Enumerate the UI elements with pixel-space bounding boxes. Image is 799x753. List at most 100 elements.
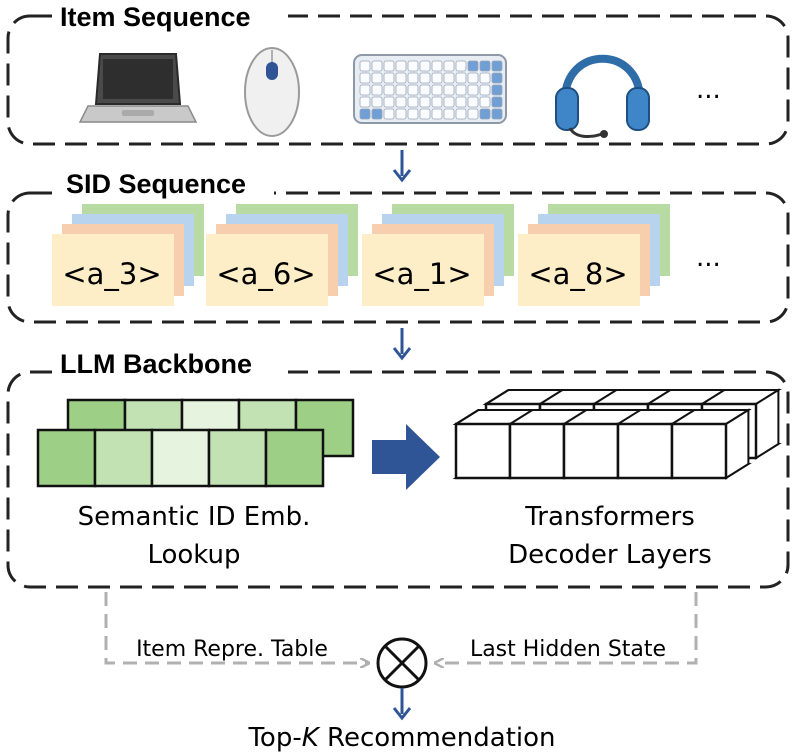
sid-sequence-panel: SID Sequence <a_3> <a_6> <a_1> <a_8> ... (6, 168, 790, 324)
keyboard-key (491, 72, 503, 84)
keyboard-key (395, 108, 407, 120)
keyboard-key (443, 96, 455, 108)
keyboard-key (419, 60, 431, 72)
keyboard-key (359, 84, 371, 96)
keyboard-key (371, 72, 383, 84)
keyboard-icon (353, 54, 507, 124)
keyboard-key (443, 84, 455, 96)
keyboard-key (395, 84, 407, 96)
keyboard-key (395, 96, 407, 108)
sid-token: <a_6> (216, 257, 315, 291)
keyboard-key (407, 96, 419, 108)
keyboard-key (419, 108, 431, 120)
sid-token: <a_3> (62, 257, 161, 291)
keyboard-key (479, 84, 491, 96)
keyboard-key (383, 84, 395, 96)
keyboard-key (407, 72, 419, 84)
keyboard-key (491, 60, 503, 72)
arrow-items-to-sid (392, 150, 412, 183)
sid-token: <a_8> (528, 257, 627, 291)
keyboard-key (383, 72, 395, 84)
keyboard-key (467, 72, 479, 84)
decoder-label-line2: Decoder Layers (508, 540, 712, 570)
embedding-cell (93, 428, 154, 488)
keyboard-key (491, 96, 503, 108)
keyboard-key (359, 108, 371, 120)
keyboard-key (467, 96, 479, 108)
decoder-label-line1: Transformers (524, 502, 695, 532)
mouse-icon (244, 47, 300, 137)
keyboard-key (383, 60, 395, 72)
decoder-layers (452, 388, 782, 480)
keyboard-key (383, 96, 395, 108)
keyboard-key (419, 84, 431, 96)
keyboard-key (419, 96, 431, 108)
arrow-sid-to-backbone (392, 328, 412, 361)
last-hidden-state-label: Last Hidden State (470, 637, 666, 662)
keyboard-key (467, 84, 479, 96)
keyboard-key (371, 96, 383, 108)
sid-sequence-title: SID Sequence (66, 169, 246, 199)
keyboard-key (407, 60, 419, 72)
embedding-cell (36, 428, 97, 488)
keyboard-key (371, 108, 383, 120)
keyboard-key (443, 108, 455, 120)
keyboard-key (359, 96, 371, 108)
keyboard-key (359, 60, 371, 72)
keyboard-key (431, 84, 443, 96)
top-k-recommendation: Top-K Recommendation (247, 723, 555, 753)
item-sequence-panel: Item Sequence ... (6, 2, 790, 146)
headphones-icon (555, 54, 650, 138)
keyboard-key (467, 60, 479, 72)
keyboard-key (431, 108, 443, 120)
item-sequence-title: Item Sequence (60, 2, 251, 32)
llm-backbone-panel: LLM Backbone Semantic ID Emb. Lookup Tra… (6, 348, 790, 589)
decoder-layer (452, 408, 752, 480)
keyboard-key (431, 60, 443, 72)
keyboard-key (491, 84, 503, 96)
keyboard-key (371, 60, 383, 72)
keyboard-key (419, 72, 431, 84)
keyboard-key (455, 60, 467, 72)
backbone-arrow (372, 424, 440, 490)
keyboard-key (431, 96, 443, 108)
laptop-icon (78, 53, 198, 123)
sid-card: <a_8> (518, 204, 670, 306)
keyboard-key (359, 72, 371, 84)
keyboard-key (455, 84, 467, 96)
keyboard-key (443, 60, 455, 72)
sid-ellipsis: ... (696, 243, 721, 273)
item-repre-table-label: Item Repre. Table (136, 637, 328, 662)
sid-card: <a_1> (362, 204, 514, 306)
embedding-cell (150, 428, 211, 488)
keyboard-key (479, 72, 491, 84)
keyboard-key (491, 108, 503, 120)
keyboard-key (407, 108, 419, 120)
keyboard-key (407, 84, 419, 96)
item-ellipsis: ... (696, 75, 721, 105)
keyboard-key (371, 84, 383, 96)
sid-token: <a_1> (372, 257, 471, 291)
multiply-icon (376, 637, 428, 689)
keyboard-key (455, 108, 467, 120)
bottom-flow: Item Repre. Table Last Hidden State Top-… (104, 592, 698, 753)
llm-backbone-title: LLM Backbone (60, 349, 252, 379)
keyboard-key (467, 108, 479, 120)
embedding-label-line1: Semantic ID Emb. (78, 502, 311, 532)
keyboard-key (443, 72, 455, 84)
embedding-cell (264, 428, 325, 488)
keyboard-key (395, 72, 407, 84)
keyboard-key (431, 72, 443, 84)
keyboard-key (479, 108, 491, 120)
keyboard-key (395, 60, 407, 72)
sid-card: <a_3> (52, 204, 204, 306)
embedding-table (36, 398, 355, 488)
keyboard-key (479, 96, 491, 108)
sid-card: <a_6> (206, 204, 358, 306)
embedding-label-line2: Lookup (147, 540, 240, 570)
keyboard-key (455, 72, 467, 84)
keyboard-key (455, 96, 467, 108)
keyboard-key (383, 108, 395, 120)
keyboard-key (479, 60, 491, 72)
